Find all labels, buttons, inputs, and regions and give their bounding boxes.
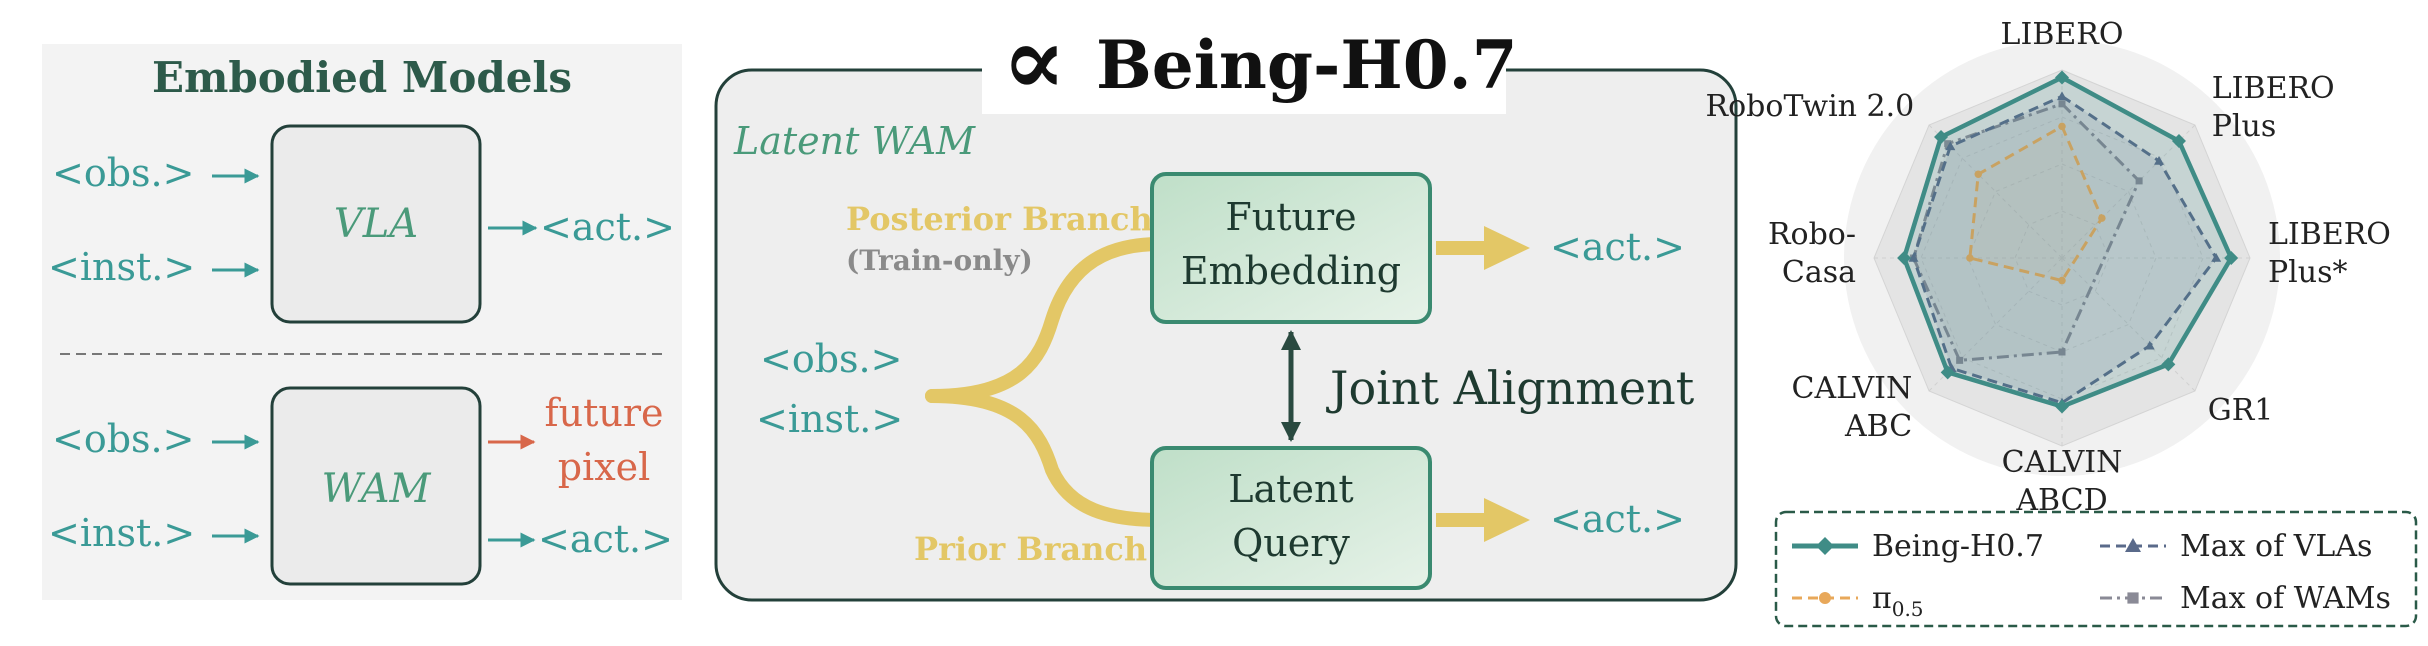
vla-box bbox=[270, 124, 482, 324]
legend---marker bbox=[1819, 592, 1831, 604]
wam-inst-token: <inst.> bbox=[48, 511, 195, 555]
latent-query-line2: Query bbox=[1232, 521, 1350, 565]
series-being-h0-7-point bbox=[1940, 365, 1955, 380]
wam-future-line2: pixel bbox=[558, 445, 651, 489]
legend-max-of-wams-label: Max of WAMs bbox=[2180, 581, 2391, 616]
series-being-h0-7-point bbox=[2055, 70, 2069, 85]
legend-max-of-wams-marker bbox=[2127, 592, 2139, 604]
posterior-branch-label: Posterior Branch bbox=[846, 200, 1153, 238]
future-embedding-box bbox=[1150, 172, 1432, 324]
legend-being-h0-7-marker bbox=[1816, 537, 1834, 555]
wam-act-token: <act.> bbox=[538, 517, 673, 561]
series--0-5-point bbox=[1966, 254, 1974, 262]
left-panel: Embodied Models VLA <obs.> <inst.> <act.… bbox=[42, 44, 682, 600]
future-act-arrow-head bbox=[1484, 226, 1530, 270]
wam-obs-token: <obs.> bbox=[52, 417, 194, 461]
future-embedding-line1: Future bbox=[1225, 195, 1356, 239]
series-being-h0-7-point bbox=[2171, 134, 2186, 149]
series-max-of-vlas-point bbox=[1908, 253, 1919, 262]
series-max-of-wams-point bbox=[2135, 177, 2143, 185]
radar-axis-label-line: CALVIN bbox=[1791, 371, 1912, 406]
series--0-5-point bbox=[2058, 122, 2066, 131]
series-max-of-wams-point bbox=[2058, 100, 2066, 108]
series-max-of-vlas-point bbox=[2144, 340, 2155, 350]
radar-axis-label-line: GR1 bbox=[2208, 393, 2274, 428]
series-max-of-wams-point bbox=[1956, 356, 1964, 364]
latent-query-box bbox=[1150, 446, 1432, 590]
vla-label: VLA bbox=[334, 201, 418, 247]
legend-frame bbox=[1774, 510, 2418, 628]
train-only-label: (Train-only) bbox=[846, 244, 1033, 277]
series-max-of-vlas-line bbox=[1911, 94, 2218, 405]
legend-max-of-vlas-label: Max of VLAs bbox=[2180, 529, 2372, 564]
radar-axis-label-line: Plus bbox=[2212, 109, 2277, 144]
radar-axis-label-line: CALVIN bbox=[2002, 445, 2123, 480]
series-being-h0-7-point bbox=[1934, 130, 1949, 145]
series-max-of-vlas-point bbox=[2154, 155, 2165, 165]
future-act-token: <act.> bbox=[1550, 225, 1685, 269]
radar-axis-label: GR1 bbox=[2208, 393, 2274, 428]
series-being-h0-7-point bbox=[2055, 399, 2069, 414]
series-being-h0-7-point bbox=[2224, 251, 2239, 265]
wam-future-line1: future bbox=[545, 391, 664, 435]
title-backdrop bbox=[982, 20, 1506, 114]
series-being-h0-7-point bbox=[1897, 251, 1912, 265]
series--0-5-point bbox=[2098, 214, 2106, 222]
series--0-5-point bbox=[2058, 276, 2066, 285]
radar-axis-label-line: LIBERO bbox=[2001, 17, 2124, 52]
series-max-of-vlas-point bbox=[1945, 141, 1956, 151]
legend-subscript: 0.5 bbox=[1892, 597, 1924, 621]
vla-act-token: <act.> bbox=[540, 205, 675, 249]
radar-axis-label: Robo-Casa bbox=[1768, 217, 1856, 290]
posterior-branch-curve bbox=[925, 237, 1167, 403]
latent-act-arrow-head bbox=[1484, 498, 1530, 542]
joint-alignment-label: Joint Alignment bbox=[1326, 361, 1695, 415]
radar-axis-label-line: ABC bbox=[1844, 409, 1912, 444]
radar-axis-label-line: LIBERO bbox=[2212, 71, 2335, 106]
middle-obs-token: <obs.> bbox=[760, 337, 902, 381]
vla-inst-token: <inst.> bbox=[48, 245, 195, 289]
wam-box bbox=[270, 386, 482, 586]
future-embedding-line2: Embedding bbox=[1181, 249, 1401, 293]
latent-wam-subtitle: Latent WAM bbox=[733, 119, 976, 163]
legend-max-of-vlas-marker bbox=[2125, 538, 2141, 552]
series-being-h0-7-point bbox=[2161, 357, 2176, 372]
middle-title: Being-H0.7 bbox=[1096, 26, 1518, 104]
series-max-of-wams-point bbox=[1944, 140, 1952, 148]
logo-icon: ∝ bbox=[1002, 4, 1067, 117]
series-max-of-wams-point bbox=[2058, 348, 2066, 356]
radar-axis-label-line: Robo- bbox=[1768, 217, 1856, 252]
series-max-of-vlas-point bbox=[2057, 91, 2067, 101]
radar-axis-label-line: LIBERO bbox=[2268, 217, 2391, 252]
prior-branch-curve bbox=[925, 389, 1167, 527]
radar-axis-label-line: RoboTwin 2.0 bbox=[1706, 89, 1915, 124]
radar-axis-label-line: Casa bbox=[1782, 255, 1856, 290]
latent-act-token: <act.> bbox=[1550, 497, 1685, 541]
latent-query-line1: Latent bbox=[1228, 467, 1353, 511]
legend-being-h0-7-label: Being-H0.7 bbox=[1872, 529, 2044, 564]
vla-obs-token: <obs.> bbox=[52, 151, 194, 195]
radar-axis-label: LIBERO bbox=[2001, 17, 2124, 52]
series--0-5-point bbox=[1974, 170, 1983, 179]
middle-panel: ∝ Being-H0.7 Latent WAM <obs.> <inst.> P… bbox=[714, 4, 1738, 602]
radar-axis-label-line: Plus* bbox=[2268, 255, 2348, 290]
series-max-of-vlas-point bbox=[2211, 253, 2222, 262]
radar-axis-label: RoboTwin 2.0 bbox=[1706, 89, 1915, 124]
middle-inst-token: <inst.> bbox=[756, 397, 903, 441]
left-panel-title: Embodied Models bbox=[152, 53, 572, 102]
series--0-5-line bbox=[1968, 124, 2104, 283]
wam-label: WAM bbox=[322, 466, 432, 512]
prior-branch-label: Prior Branch bbox=[914, 530, 1147, 568]
